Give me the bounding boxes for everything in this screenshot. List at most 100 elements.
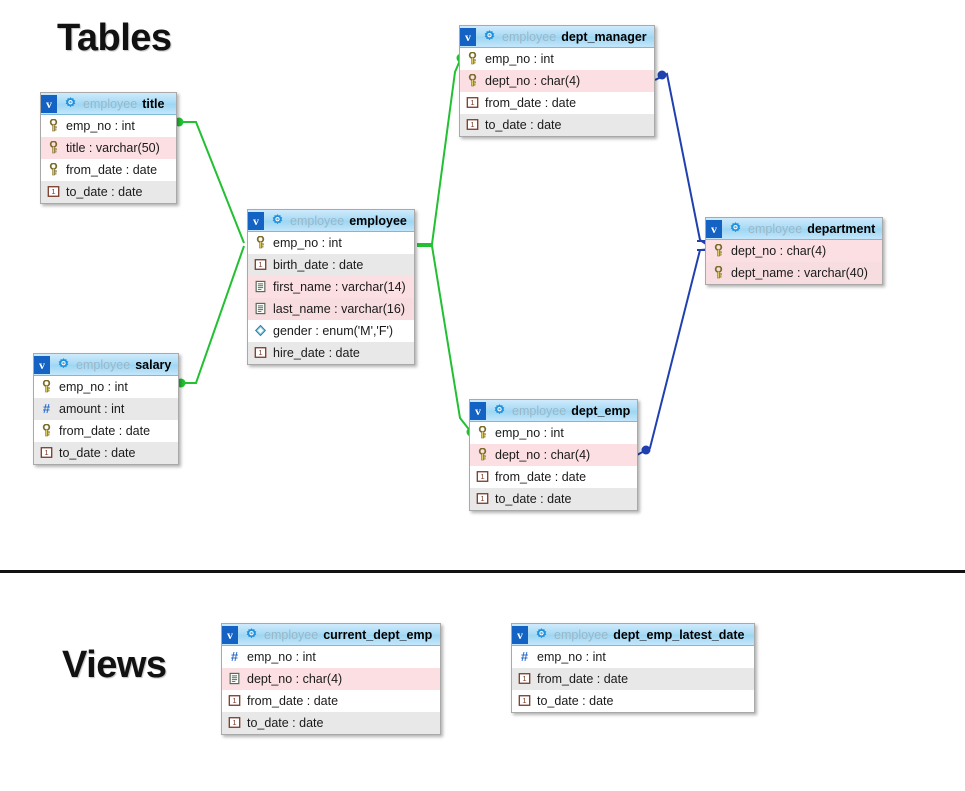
calendar-icon: 1	[466, 97, 479, 108]
column-row[interactable]: first_name : varchar(14)	[248, 276, 414, 298]
column-label: from_date : date	[495, 469, 587, 484]
column-label: emp_no : int	[273, 235, 342, 250]
hash-icon: #	[230, 649, 239, 664]
svg-text:1: 1	[522, 696, 526, 705]
column-label: gender : enum('M','F')	[273, 323, 394, 338]
column-row[interactable]: dept_no : char(4)	[222, 668, 440, 690]
page-title-tables: Tables	[57, 17, 172, 59]
column-row[interactable]: 1 from_date : date	[512, 668, 754, 690]
column-row[interactable]: emp_no : int	[470, 422, 637, 444]
column-row[interactable]: 1 from_date : date	[470, 466, 637, 488]
gear-icon	[246, 628, 257, 639]
column-label: dept_no : char(4)	[495, 447, 591, 462]
column-label: emp_no : int	[247, 649, 316, 664]
column-list: emp_no : int dept_no : char(4) 1 from_da…	[470, 422, 637, 510]
column-row[interactable]: dept_name : varchar(40)	[706, 262, 882, 284]
entity-name: employee	[349, 213, 407, 228]
entity-name: dept_emp_latest_date	[613, 627, 745, 642]
column-row[interactable]: 1 to_date : date	[460, 114, 654, 136]
column-row[interactable]: last_name : varchar(16)	[248, 298, 414, 320]
column-row[interactable]: emp_no : int	[41, 115, 176, 137]
column-label: last_name : varchar(16)	[273, 301, 406, 316]
svg-text:1: 1	[480, 494, 484, 503]
column-list: dept_no : char(4) dept_name : varchar(40…	[706, 240, 882, 284]
svg-text:1: 1	[522, 674, 526, 683]
text-column-icon	[255, 302, 266, 315]
column-label: emp_no : int	[485, 51, 554, 66]
column-list: emp_no : int title : varchar(50) from_da…	[41, 115, 176, 203]
column-row[interactable]: #emp_no : int	[512, 646, 754, 668]
v-badge-icon: v	[706, 219, 722, 238]
v-badge-icon: v	[470, 401, 486, 420]
key-icon	[49, 119, 58, 132]
calendar-icon: 1	[476, 493, 489, 504]
column-label: amount : int	[59, 401, 125, 416]
column-row[interactable]: from_date : date	[41, 159, 176, 181]
column-row[interactable]: dept_no : char(4)	[706, 240, 882, 262]
column-row[interactable]: 1 to_date : date	[512, 690, 754, 712]
column-row[interactable]: 1 to_date : date	[41, 181, 176, 203]
entity-schema: employee	[76, 357, 131, 372]
column-row[interactable]: emp_no : int	[460, 48, 654, 70]
column-label: to_date : date	[485, 117, 562, 132]
column-row[interactable]: 1 to_date : date	[470, 488, 637, 510]
svg-text:1: 1	[232, 718, 236, 727]
column-row[interactable]: emp_no : int	[248, 232, 414, 254]
column-label: to_date : date	[495, 491, 572, 506]
column-row[interactable]: title : varchar(50)	[41, 137, 176, 159]
key-icon	[256, 236, 265, 249]
v-badge-icon: v	[248, 211, 264, 230]
column-row[interactable]: dept_no : char(4)	[470, 444, 637, 466]
gear-icon	[484, 30, 495, 41]
relation-endpoint	[657, 70, 667, 80]
calendar-icon: 1	[476, 471, 489, 482]
gear-icon	[730, 222, 741, 233]
column-row[interactable]: 1 birth_date : date	[248, 254, 414, 276]
column-row[interactable]: # emp_no : int	[222, 646, 440, 668]
calendar-icon: 1	[254, 259, 267, 270]
key-icon	[478, 426, 487, 439]
column-row[interactable]: 1 to_date : date	[222, 712, 440, 734]
column-row[interactable]: emp_no : int	[34, 376, 178, 398]
column-label: to_date : date	[247, 715, 324, 730]
column-row[interactable]: 1 from_date : date	[460, 92, 654, 114]
entity-name: dept_manager	[561, 29, 647, 44]
key-icon	[42, 380, 51, 393]
column-row[interactable]: from_date : date	[34, 420, 178, 442]
text-column-icon	[229, 672, 240, 685]
calendar-icon: 1	[466, 119, 479, 130]
calendar-icon: 1	[228, 717, 241, 728]
hash-icon: #	[520, 649, 529, 664]
gear-icon	[494, 404, 505, 415]
column-label: from_date : date	[59, 423, 151, 438]
column-row[interactable]: dept_no : char(4)	[460, 70, 654, 92]
enum-diamond-icon	[254, 324, 267, 337]
entity-schema: employee	[554, 627, 609, 642]
column-row[interactable]: 1 to_date : date	[34, 442, 178, 464]
column-row[interactable]: gender : enum('M','F')	[248, 320, 414, 342]
column-row[interactable]: 1 hire_date : date	[248, 342, 414, 364]
column-row[interactable]: #amount : int	[34, 398, 178, 420]
svg-text:1: 1	[232, 696, 236, 705]
calendar-icon: 1	[228, 695, 241, 706]
column-row[interactable]: 1 from_date : date	[222, 690, 440, 712]
column-label: from_date : date	[485, 95, 577, 110]
key-icon	[49, 163, 58, 176]
column-label: dept_no : char(4)	[485, 73, 581, 88]
